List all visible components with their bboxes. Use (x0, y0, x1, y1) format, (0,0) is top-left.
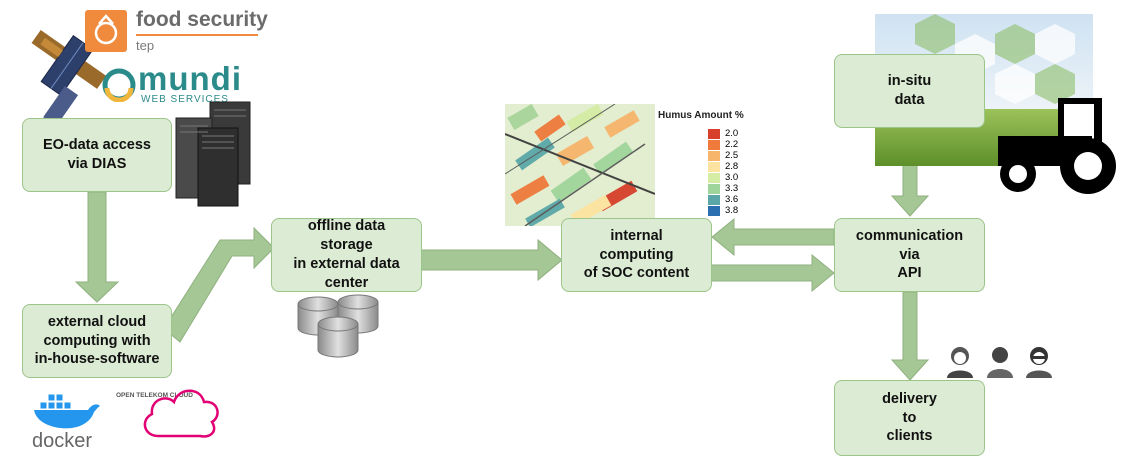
client-avatar-icon (987, 347, 1013, 378)
server-icon (175, 101, 251, 207)
external-cloud-computing-box: external cloud computing with in-house-s… (22, 304, 172, 378)
docker-logo-text: docker (32, 430, 93, 452)
legend-swatch (708, 205, 720, 216)
arrow-storage-to-internal (420, 238, 563, 282)
legend-swatch (708, 128, 720, 139)
legend-swatch (708, 194, 720, 205)
legend-label: 2.8 (725, 161, 739, 172)
arrow-internal-to-comm (710, 253, 835, 293)
eo-data-access-box: EO-data access via DIAS (22, 118, 172, 192)
arrow-comm-to-delivery (890, 291, 930, 381)
mundi-logo-sub: WEB SERVICES (141, 94, 229, 105)
legend-label: 3.8 (725, 205, 739, 216)
client-avatar-icon (1026, 347, 1052, 378)
legend-swatch (708, 139, 720, 150)
arrow-cloud-to-storage (167, 226, 275, 343)
communication-api-box: communication via API (834, 218, 985, 292)
legend-swatch (708, 150, 720, 161)
legend-swatch (708, 183, 720, 194)
arrow-eo-to-cloud (74, 191, 120, 303)
satellite-icon (31, 29, 107, 123)
legend-label: 3.3 (725, 183, 739, 194)
internal-computing-box: internal computing of SOC content (561, 218, 712, 292)
tractor-icon (998, 98, 1116, 194)
legend-swatch (708, 161, 720, 172)
legend: 2.0 2.2 2.5 2.8 3.0 3.3 3.6 3.8 (708, 128, 738, 216)
legend-label: 3.6 (725, 194, 739, 205)
legend-label: 2.2 (725, 139, 739, 150)
food-security-underline (136, 34, 258, 36)
food-security-logo-sub: tep (136, 38, 155, 53)
database-icon (297, 294, 379, 358)
offline-data-storage-box: offline data storage in external data ce… (271, 218, 422, 292)
food-security-logo-text: food security (136, 8, 268, 31)
legend-label: 3.0 (725, 172, 739, 183)
delivery-to-clients-box: delivery to clients (834, 380, 985, 456)
legend-swatch (708, 172, 720, 183)
food-security-logo-icon (85, 10, 127, 52)
docker-whale-icon (34, 393, 100, 429)
arrow-comm-to-internal (711, 217, 835, 257)
cloud-icon (143, 389, 219, 438)
in-situ-data-box: in-situ data (834, 54, 985, 128)
mundi-logo-icon (102, 68, 136, 102)
legend-label: 2.5 (725, 150, 739, 161)
otc-logo-text: OPEN TELEKOM CLOUD (116, 392, 193, 399)
mundi-logo-text: mundi (138, 60, 242, 97)
soil-map-image (505, 104, 655, 226)
legend-title: Humus Amount % (658, 110, 744, 121)
legend-label: 2.0 (725, 128, 739, 139)
client-avatar-icon (947, 347, 973, 378)
